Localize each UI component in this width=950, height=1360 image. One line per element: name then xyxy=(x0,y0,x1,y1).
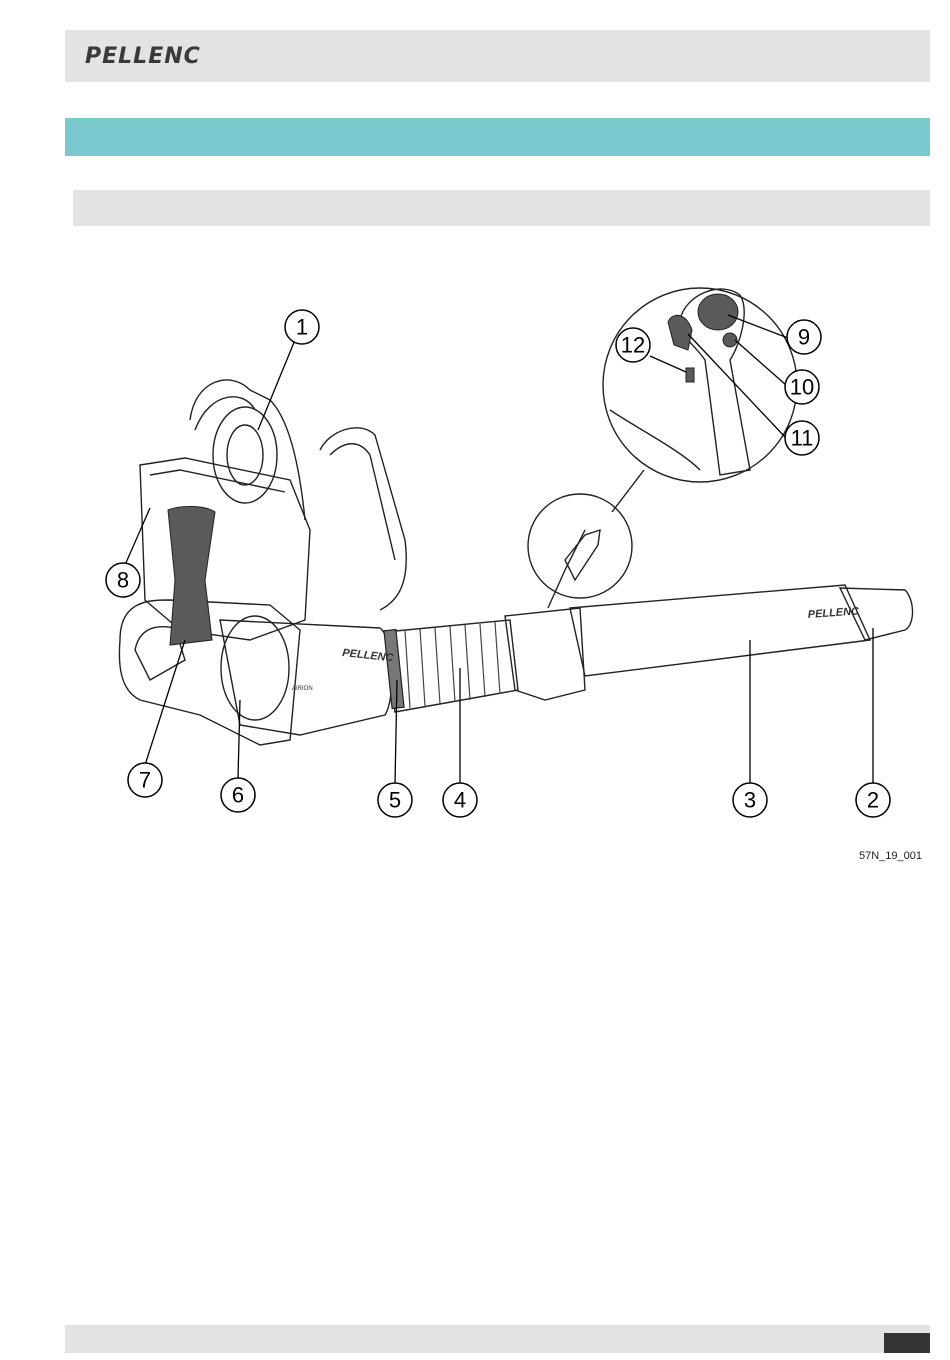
callout-label-12: 12 xyxy=(621,333,645,358)
subsection-title-band xyxy=(73,190,930,226)
callout-label-10: 10 xyxy=(790,375,814,400)
tube-logo: PELLENC xyxy=(807,605,860,621)
callout-label-2: 2 xyxy=(867,788,879,813)
callout-label-5: 5 xyxy=(389,788,401,813)
pellenc-logo: PELLENC xyxy=(85,44,201,69)
callout-label-8: 8 xyxy=(117,568,129,593)
footer-band xyxy=(65,1325,930,1353)
callout-label-7: 7 xyxy=(139,768,151,793)
figure-reference: 57N_19_001 xyxy=(859,850,922,862)
callout-label-11: 11 xyxy=(791,426,814,451)
callout-label-3: 3 xyxy=(744,788,756,813)
page-number-box xyxy=(884,1333,930,1353)
callout-label-1: 1 xyxy=(296,315,308,340)
callout-label-6: 6 xyxy=(232,783,244,808)
callout-label-9: 9 xyxy=(798,325,810,350)
section-title-band xyxy=(65,118,930,156)
body-model: AIRION xyxy=(292,686,313,692)
header-band: PELLENC xyxy=(65,30,930,82)
blower-illustration: 1 2 3 4 5 6 7 8 9 10 11 12 PELLENC PELLE… xyxy=(0,240,950,880)
callout-label-4: 4 xyxy=(454,788,466,813)
